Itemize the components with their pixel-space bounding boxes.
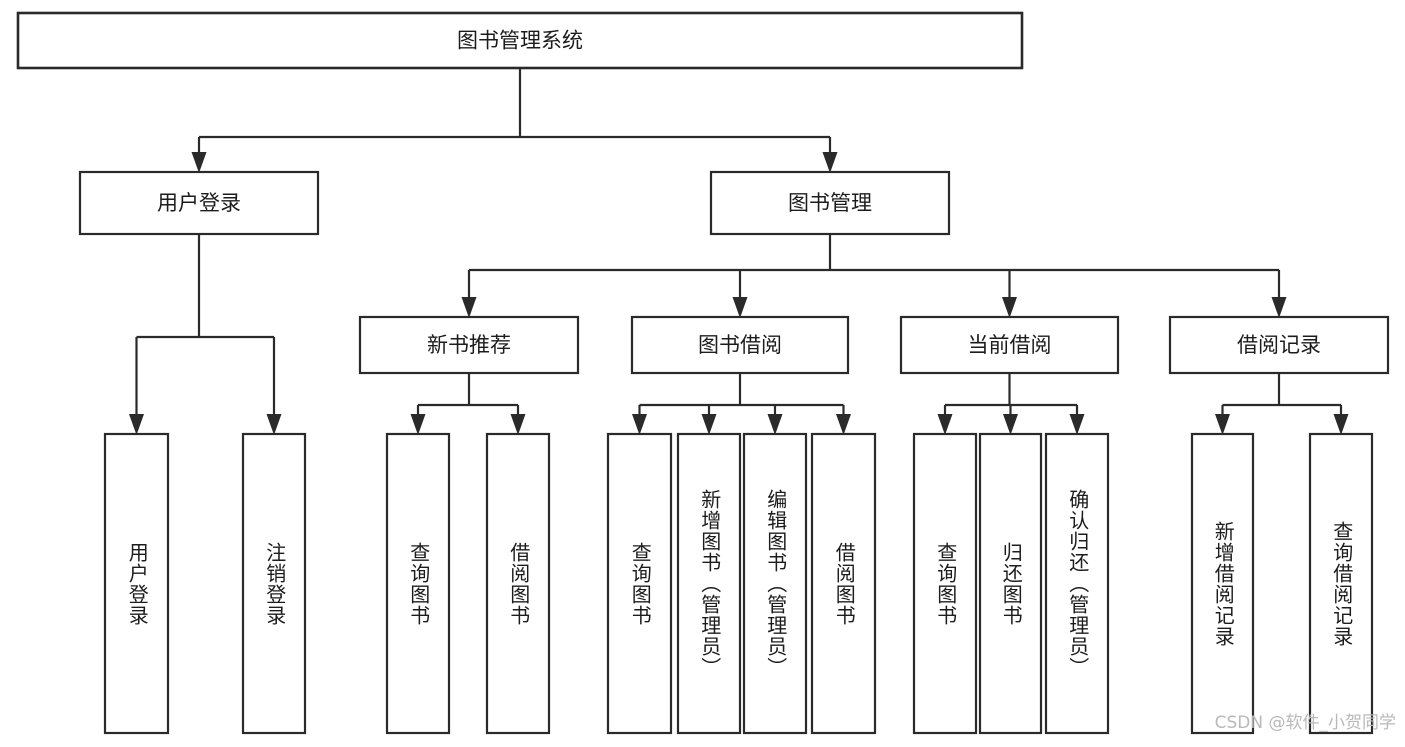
node-box[interactable] — [810, 432, 877, 735]
node-box[interactable] — [978, 432, 1043, 735]
node-leaf-user-login[interactable]: 用户登录 — [103, 432, 170, 735]
node-box[interactable] — [103, 432, 170, 735]
node-leaf-borrow-query[interactable]: 查询图书 — [606, 432, 673, 735]
edge-arrowhead — [1069, 414, 1085, 435]
node-label-wrap: 查询图书 — [406, 541, 431, 626]
node-box[interactable] — [16, 11, 1024, 70]
node-box[interactable] — [241, 432, 307, 735]
nodes-layer: 图书管理系统用户登录图书管理新书推荐图书借阅当前借阅借阅记录用户登录注销登录查询… — [16, 11, 1390, 735]
node-user-login[interactable]: 用户登录 — [78, 170, 320, 236]
edge-arrowhead — [266, 414, 282, 435]
node-box[interactable] — [606, 432, 673, 735]
node-label-wrap: 借阅图书 — [832, 541, 857, 626]
node-label-wrap: 注销登录 — [262, 541, 287, 626]
node-box[interactable] — [78, 170, 320, 236]
node-leaf-rec-query[interactable]: 查询图书 — [385, 432, 451, 735]
edge-arrowhead — [129, 414, 144, 435]
node-label-wrap: 用户登录 — [125, 541, 150, 626]
node-label: 新增借阅记录 — [1211, 520, 1236, 647]
node-leaf-user-logout[interactable]: 注销登录 — [241, 432, 307, 735]
node-label-wrap: 新增借阅记录 — [1211, 520, 1236, 647]
node-box[interactable] — [385, 432, 451, 735]
node-label: 查询借阅记录 — [1329, 520, 1354, 647]
node-leaf-borrow-edit[interactable]: 编辑图书（管理员） — [742, 432, 808, 735]
node-label-wrap: 新增图书（管理员） — [697, 489, 722, 678]
node-leaf-cur-return[interactable]: 归还图书 — [978, 432, 1043, 735]
node-borrow-record[interactable]: 借阅记录 — [1168, 315, 1390, 375]
node-box[interactable] — [1190, 432, 1255, 735]
watermark-label: CSDN @软件_小贺同学 — [1215, 713, 1396, 733]
node-label: 图书管理 — [788, 191, 872, 215]
edge-arrowhead — [1215, 414, 1230, 435]
edge-arrowhead — [836, 414, 851, 435]
edge-arrowhead — [1002, 297, 1017, 318]
node-box[interactable] — [1044, 432, 1110, 735]
node-label: 用户登录 — [157, 191, 241, 215]
edge-arrowhead — [767, 414, 783, 435]
edge-arrowhead — [1333, 414, 1349, 435]
edge-arrowhead — [822, 152, 838, 173]
edge-arrowhead — [937, 414, 953, 435]
node-label: 查询图书 — [628, 541, 653, 626]
node-label-wrap: 查询借阅记录 — [1329, 520, 1354, 647]
edge-arrowhead — [1271, 297, 1287, 318]
edge-arrowhead — [510, 414, 526, 435]
node-label: 当前借阅 — [968, 333, 1052, 357]
edges-layer — [129, 68, 1349, 435]
node-leaf-rec-search[interactable]: 查询借阅记录 — [1308, 432, 1374, 735]
node-leaf-rec-add[interactable]: 新增借阅记录 — [1190, 432, 1255, 735]
node-box[interactable] — [899, 315, 1120, 375]
node-label-wrap: 查询图书 — [933, 541, 958, 626]
node-box[interactable] — [358, 315, 580, 375]
node-label: 图书管理系统 — [457, 29, 583, 53]
node-label: 新书推荐 — [427, 333, 511, 357]
node-leaf-cur-confirm[interactable]: 确认归还（管理员） — [1044, 432, 1110, 735]
node-label-wrap: 编辑图书（管理员） — [763, 489, 788, 678]
node-label: 图书借阅 — [698, 333, 782, 357]
node-label-wrap: 归还图书 — [999, 541, 1024, 626]
node-label: 归还图书 — [999, 541, 1024, 626]
node-label: 确认归还（管理员） — [1065, 489, 1090, 678]
node-current-borrow[interactable]: 当前借阅 — [899, 315, 1120, 375]
node-label-wrap: 确认归还（管理员） — [1065, 489, 1090, 678]
node-leaf-rec-borrow[interactable]: 借阅图书 — [485, 432, 551, 735]
edge-arrowhead — [701, 414, 717, 435]
node-book-manage[interactable]: 图书管理 — [709, 170, 951, 236]
node-label: 借阅图书 — [506, 541, 531, 626]
node-box[interactable] — [709, 170, 951, 236]
node-box[interactable] — [630, 315, 850, 375]
node-label: 查询图书 — [406, 541, 431, 626]
node-label-wrap: 借阅图书 — [506, 541, 531, 626]
node-label: 新增图书（管理员） — [697, 489, 722, 678]
node-label: 注销登录 — [262, 541, 287, 626]
edge-arrowhead — [632, 414, 647, 435]
node-label: 编辑图书（管理员） — [763, 489, 788, 678]
edge-arrowhead — [410, 414, 426, 435]
node-box[interactable] — [1308, 432, 1374, 735]
node-box[interactable] — [912, 432, 978, 735]
edge-arrowhead — [191, 152, 207, 173]
node-box[interactable] — [676, 432, 742, 735]
node-root[interactable]: 图书管理系统 — [16, 11, 1024, 70]
node-box[interactable] — [1168, 315, 1390, 375]
node-label: 借阅图书 — [832, 541, 857, 626]
edge-arrowhead — [461, 297, 477, 318]
node-label: 借阅记录 — [1237, 333, 1321, 357]
node-leaf-borrow-do[interactable]: 借阅图书 — [810, 432, 877, 735]
node-new-book-rec[interactable]: 新书推荐 — [358, 315, 580, 375]
node-label: 用户登录 — [125, 541, 150, 626]
node-box[interactable] — [485, 432, 551, 735]
node-leaf-borrow-add[interactable]: 新增图书（管理员） — [676, 432, 742, 735]
node-label: 查询图书 — [933, 541, 958, 626]
node-box[interactable] — [742, 432, 808, 735]
edge-arrowhead — [1003, 414, 1018, 435]
edge-arrowhead — [732, 297, 748, 318]
node-leaf-cur-query[interactable]: 查询图书 — [912, 432, 978, 735]
node-book-borrow[interactable]: 图书借阅 — [630, 315, 850, 375]
node-label-wrap: 查询图书 — [628, 541, 653, 626]
